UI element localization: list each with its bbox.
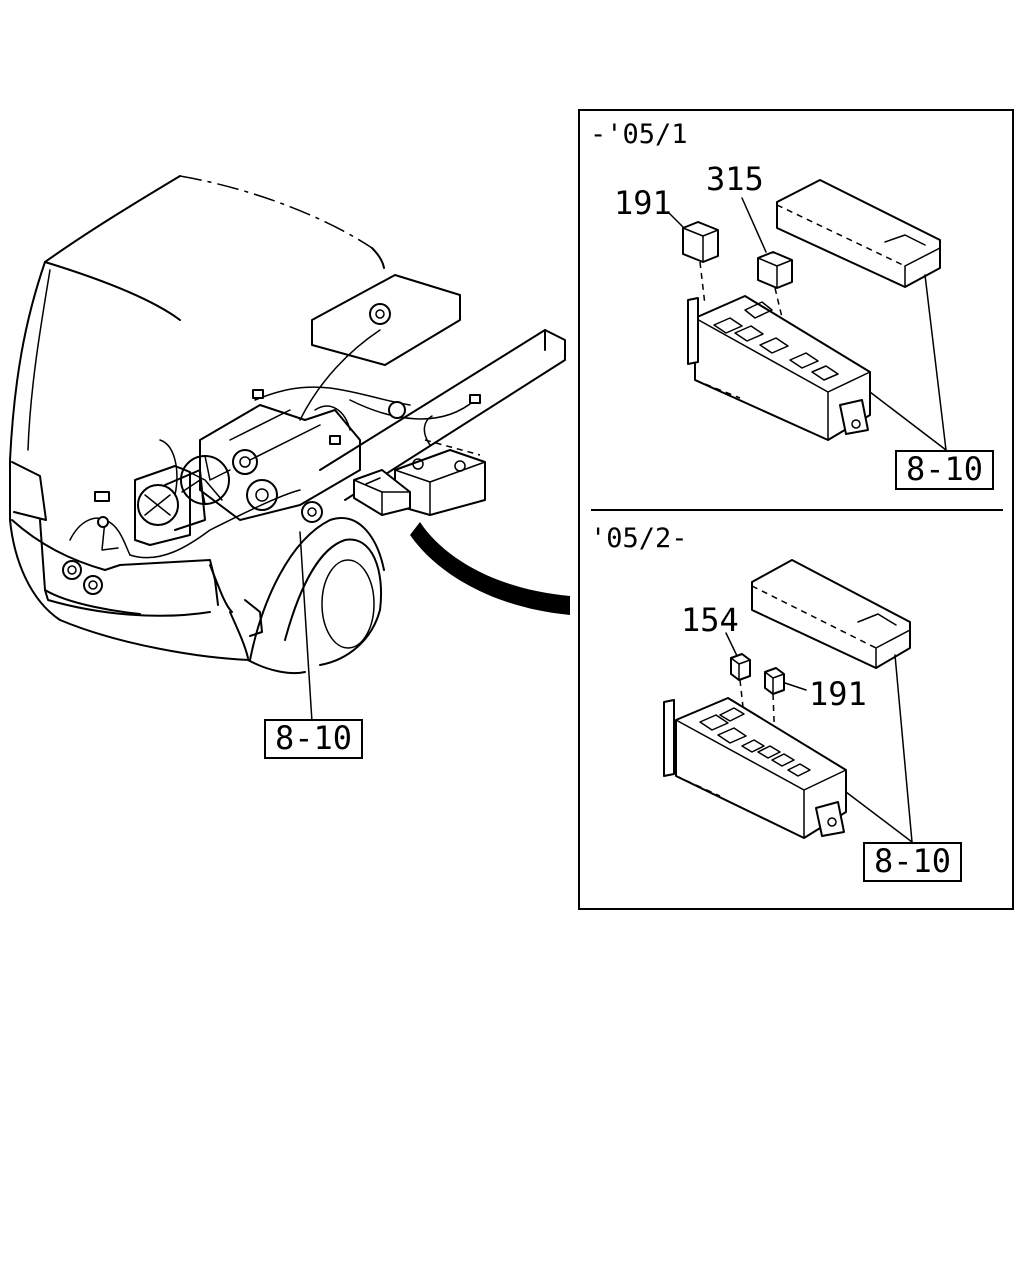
relay-191-bottom xyxy=(764,667,785,695)
callout-154: 154 xyxy=(681,601,739,639)
top-ref-box: 8-10 xyxy=(895,450,994,490)
callout-191-top: 191 xyxy=(614,184,672,222)
relay-191 xyxy=(682,221,719,263)
callout-191-bottom: 191 xyxy=(809,675,867,713)
relay-box-cover-bottom xyxy=(751,559,911,669)
top-panel-caption: -'05/1 xyxy=(590,119,688,150)
battery xyxy=(394,439,486,516)
engine-bay-components xyxy=(69,274,570,615)
bottom-panel: '05/2- 154 191 xyxy=(590,523,962,882)
relay-box-location xyxy=(353,469,411,516)
relay-154 xyxy=(730,653,751,681)
cooling-fan xyxy=(180,455,231,505)
detail-arrow xyxy=(410,522,570,615)
relay-box-cover-top xyxy=(776,179,941,288)
bottom-panel-caption: '05/2- xyxy=(590,523,688,554)
relay-box-body-bottom xyxy=(663,697,847,839)
bottom-ref-box: 8-10 xyxy=(863,842,962,882)
detail-frame xyxy=(578,109,1014,910)
top-ref-label: 8-10 xyxy=(906,450,983,488)
top-panel: -'05/1 191 315 xyxy=(590,119,994,490)
truck-cab-illustration xyxy=(9,175,385,675)
main-ref-box: 8-10 xyxy=(264,719,363,759)
relay-315 xyxy=(757,251,793,289)
bottom-ref-label: 8-10 xyxy=(874,842,951,880)
callout-315: 315 xyxy=(706,160,764,198)
relay-box-body-top xyxy=(687,295,871,441)
main-ref-label: 8-10 xyxy=(275,719,352,757)
